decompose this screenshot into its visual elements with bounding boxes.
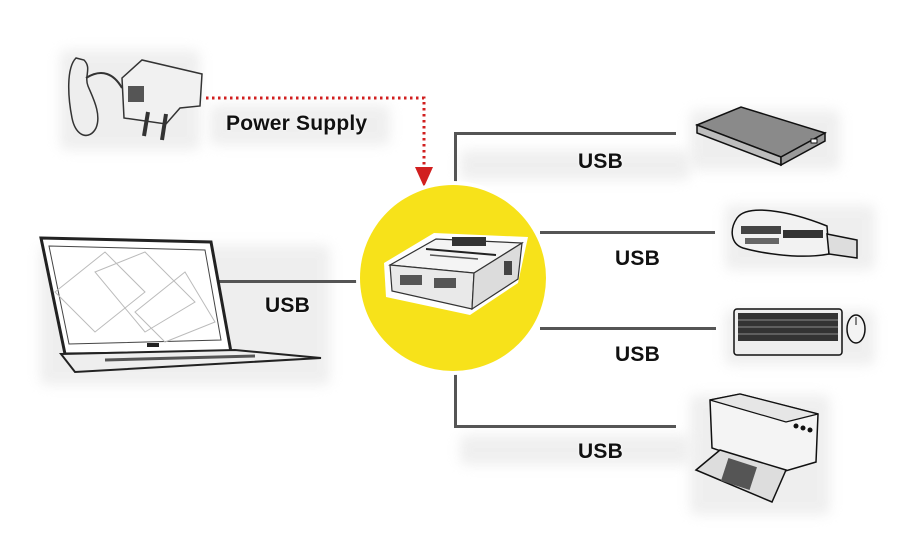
card-reader-icon [731,209,858,259]
power-label-shadow [210,105,390,145]
hdd-usb-label: USB [578,150,623,173]
keyboard-line [540,327,716,330]
laptop-icon [39,236,322,374]
reader-usb-label: USB [615,247,660,270]
line-shadow-1 [460,150,690,180]
hub-up-line [454,132,457,187]
usb-hub-icon [384,233,528,315]
reader-line [540,231,715,234]
laptop-usb-label: USB [265,294,310,317]
printer-usb-label: USB [578,440,623,463]
printer-line [454,425,676,428]
hub-down-line [454,373,457,427]
laptop-line [216,280,362,283]
power-arrowhead [415,167,433,187]
hdd-line [454,132,676,135]
external-hard-drive-icon [694,106,827,167]
keyboard-mouse-icon [733,308,866,356]
power-supply-label: Power Supply [226,112,368,135]
keyboard-usb-label: USB [615,343,660,366]
power-dotted-line [206,96,426,170]
line-shadow-4 [460,435,690,465]
printer-icon [694,393,819,503]
power-adapter-icon [67,57,203,141]
